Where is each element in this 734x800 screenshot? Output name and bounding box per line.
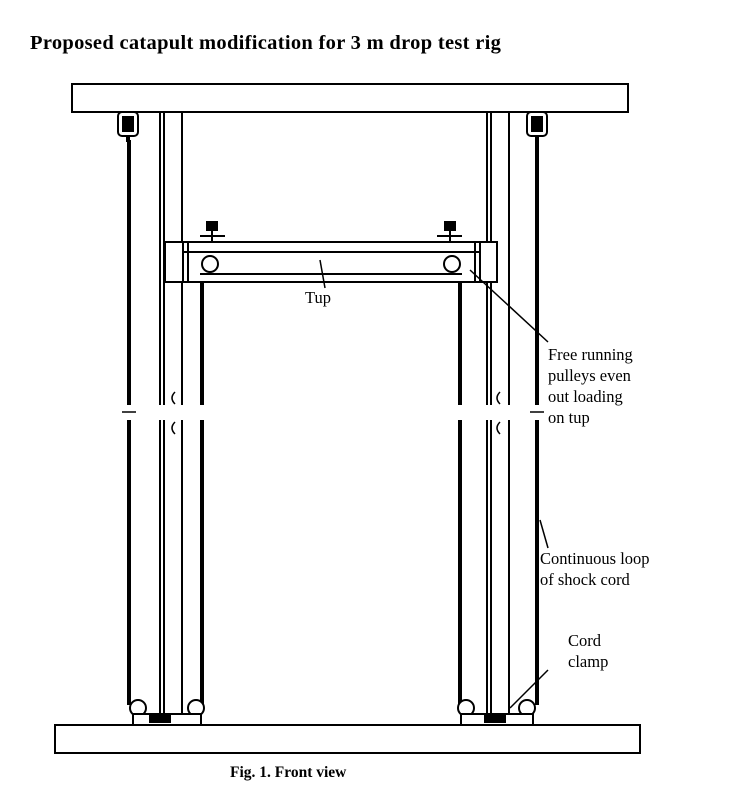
base-plate <box>54 724 641 754</box>
label-loop-line1: Continuous loop <box>540 549 650 568</box>
shock-cord-right <box>458 140 539 705</box>
bottom-pulleys-right <box>457 699 536 726</box>
diagram-title: Proposed catapult modification for 3 m d… <box>30 32 502 54</box>
right-guide-column <box>486 112 510 725</box>
label-pulleys: Free running pulleys even out loading on… <box>548 344 633 428</box>
label-clamp: Cord clamp <box>568 630 608 672</box>
label-clamp-line2: clamp <box>568 652 609 671</box>
label-clamp-line1: Cord <box>568 631 601 650</box>
top-beam <box>71 83 629 113</box>
bottom-pulleys-left <box>129 699 205 726</box>
loop-leader <box>539 519 549 549</box>
tup-crosshead <box>164 221 498 283</box>
label-loop: Continuous loop of shock cord <box>540 548 650 590</box>
shock-cord-left <box>127 140 204 705</box>
label-pulleys-line3: out loading <box>548 387 623 406</box>
top-anchor-left <box>117 111 139 142</box>
label-tup: Tup <box>305 288 331 307</box>
pulleys-leader <box>469 269 549 343</box>
clamp-leader <box>509 669 549 709</box>
break-marks <box>122 391 544 435</box>
label-pulleys-line4: on tup <box>548 408 590 427</box>
label-pulleys-line1: Free running <box>548 345 633 364</box>
left-guide-column <box>159 112 183 725</box>
tup-leader <box>319 259 326 289</box>
label-loop-line2: of shock cord <box>540 570 630 589</box>
figure-caption: Fig. 1. Front view <box>230 764 347 781</box>
label-pulleys-line2: pulleys even <box>548 366 631 385</box>
top-anchor-right <box>526 111 548 142</box>
